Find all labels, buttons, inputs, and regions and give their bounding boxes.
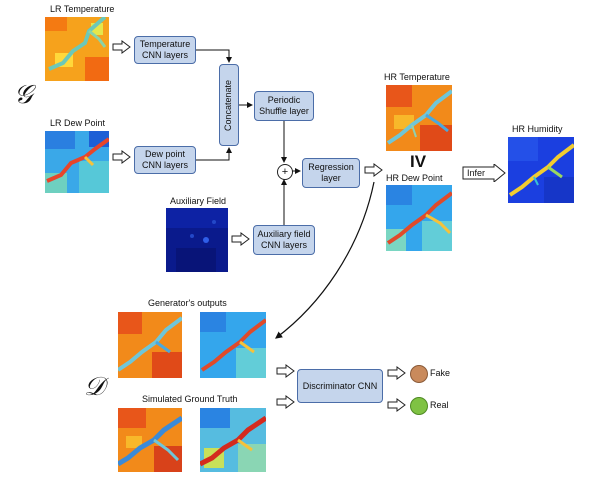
hr-dew-point-label: HR Dew Point — [386, 173, 443, 183]
dew-point-cnn-line1: Dew point — [144, 149, 185, 159]
regression-line1: Regression — [308, 162, 354, 172]
temperature-cnn-line2: CNN layers — [141, 50, 188, 60]
lr-dew-point-map — [45, 131, 109, 193]
auxiliary-cnn-line1: Auxiliary field — [257, 229, 311, 239]
periodic-shuffle-line2: Shuffle layer — [259, 106, 309, 116]
roman-numeral: IV — [410, 152, 427, 171]
discriminator-symbol: 𝒟 — [84, 372, 105, 402]
simulated-ground-truth-label: Simulated Ground Truth — [142, 394, 238, 404]
auxiliary-cnn-line2: CNN layers — [260, 240, 307, 250]
hr-humidity-label: HR Humidity — [512, 124, 563, 134]
input-arrow-icon — [112, 40, 131, 54]
generator-outputs-label: Generator's outputs — [148, 298, 227, 308]
discriminator-cnn-label: Discriminator CNN — [302, 380, 378, 391]
auxiliary-field-map — [166, 208, 228, 272]
temperature-cnn-line1: Temperature — [139, 39, 191, 49]
fake-arrow-icon — [387, 366, 406, 380]
input-arrow-icon — [231, 232, 250, 246]
input-arrow-icon — [112, 150, 131, 164]
generator-symbol: 𝒢 — [14, 80, 33, 110]
generated-dew-point-map — [200, 312, 266, 378]
truth-temperature-map — [118, 408, 182, 472]
output-arrow-icon — [364, 163, 383, 177]
real-label: Real — [430, 400, 449, 410]
lr-temperature-label: LR Temperature — [50, 4, 115, 14]
infer-arrow-icon — [462, 164, 506, 182]
truth-dew-point-map — [200, 408, 266, 472]
infer-label: Infer — [467, 168, 486, 178]
hr-temperature-label: HR Temperature — [384, 72, 450, 82]
concatenate-box: Concatenate — [219, 64, 239, 146]
hr-humidity-map — [508, 137, 574, 203]
hr-temperature-map — [386, 85, 452, 151]
dew-point-cnn-line2: CNN layers — [141, 160, 188, 170]
fake-label: Fake — [430, 368, 451, 378]
lr-temperature-map — [45, 17, 109, 81]
discriminator-input-arrow-icon — [276, 364, 295, 378]
discriminator-input-arrow-icon — [276, 395, 295, 409]
real-arrow-icon — [387, 398, 406, 412]
lr-dew-point-label: LR Dew Point — [50, 118, 106, 128]
regression-line2: layer — [321, 173, 341, 183]
real-indicator — [410, 397, 428, 415]
periodic-shuffle-line1: Periodic — [267, 95, 301, 105]
auxiliary-field-label: Auxiliary Field — [170, 196, 227, 206]
discriminator-cnn-box: Discriminator CNN — [297, 369, 383, 403]
fake-indicator — [410, 365, 428, 383]
hr-dew-point-map — [386, 185, 452, 251]
generated-temperature-map — [118, 312, 182, 378]
